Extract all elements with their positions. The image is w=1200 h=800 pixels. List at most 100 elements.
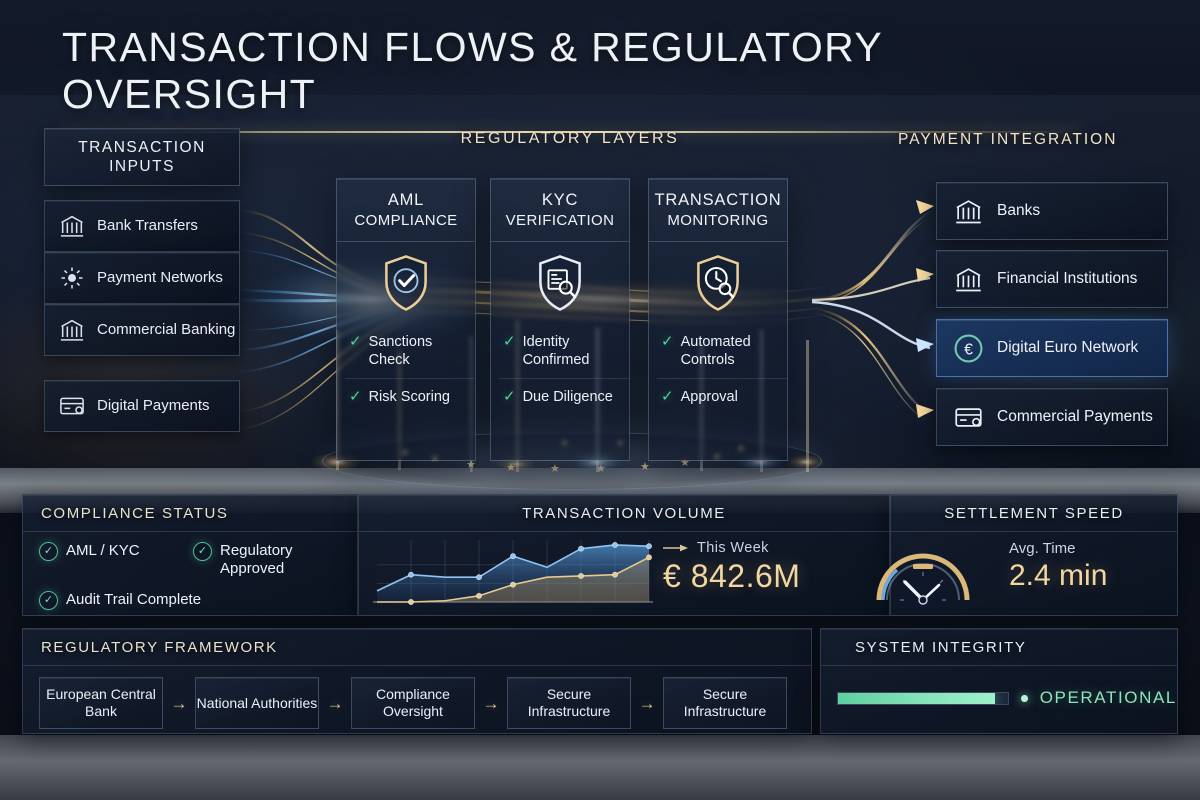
- page-title-block: TRANSACTION FLOWS & REGULATORY OVERSIGHT: [62, 24, 1142, 133]
- framework-step-secure-infrastructure-1[interactable]: Secure Infrastructure: [507, 677, 631, 729]
- input-item-bank-transfers[interactable]: Bank Transfers: [44, 200, 240, 252]
- input-item-label: Payment Networks: [97, 269, 223, 287]
- check-icon: ✓: [503, 388, 516, 405]
- layer-check-label: Identity Confirmed: [522, 334, 590, 368]
- check-circle-icon: ✓: [193, 542, 212, 561]
- integration-item-banks[interactable]: Banks: [936, 182, 1168, 240]
- system-integrity-progress-bar: [837, 691, 1010, 705]
- system-integrity-body: OPERATIONAL: [821, 666, 1177, 708]
- integration-item-label: Financial Institutions: [997, 269, 1138, 287]
- bank-icon: [951, 194, 985, 228]
- layer-title-line1: KYC: [541, 191, 579, 209]
- transaction-volume-body: This Week € 842.6M: [359, 532, 889, 610]
- layer-check-item: ✓ Risk Scoring: [345, 378, 475, 415]
- layer-title-line2: VERIFICATION: [505, 211, 615, 229]
- bank-icon: [57, 211, 87, 241]
- integration-item-label: Banks: [997, 201, 1041, 219]
- check-icon: ✓: [349, 388, 362, 405]
- compliance-item-audit-trail: ✓ Audit Trail Complete: [39, 591, 357, 610]
- layer-check-label: Automated Controls: [680, 334, 751, 368]
- framework-arrow-icon: →: [170, 693, 188, 713]
- integration-item-digital-euro-network[interactable]: € Digital Euro Network: [936, 319, 1168, 377]
- regulatory-framework-title: REGULATORY FRAMEWORK: [23, 629, 811, 666]
- check-circle-icon: ✓: [39, 542, 58, 561]
- layer-check-item: ✓ Due Diligence: [499, 378, 629, 415]
- settlement-speed-value: 2.4 min: [1009, 559, 1108, 592]
- check-circle-icon: ✓: [39, 591, 58, 610]
- framework-step-secure-infrastructure-2[interactable]: Secure Infrastructure: [663, 677, 787, 729]
- settlement-speed-title: SETTLEMENT SPEED: [891, 495, 1177, 532]
- transaction-volume-chart: [373, 540, 653, 605]
- shield-check-icon: [337, 242, 475, 324]
- layer-check-item: ✓ Sanctions Check: [345, 324, 475, 378]
- check-icon: ✓: [349, 333, 362, 350]
- payment-integration-title: PAYMENT INTEGRATION: [898, 131, 1118, 148]
- background-lower-floor: [0, 735, 1200, 800]
- transaction-volume-period: This Week: [697, 540, 769, 556]
- compliance-item-regulatory-approved: ✓ Regulatory Approved: [193, 542, 328, 577]
- transaction-inputs-title-line1: TRANSACTION: [78, 139, 206, 156]
- input-item-label: Commercial Banking: [97, 321, 236, 339]
- regulatory-layer-aml-compliance[interactable]: AML COMPLIANCE ✓ Sanctions Check ✓ Risk …: [336, 178, 476, 461]
- euro-circle-icon: €: [951, 331, 985, 365]
- transaction-volume-value: € 842.6M: [663, 558, 801, 594]
- integration-item-label: Commercial Payments: [997, 407, 1153, 425]
- input-item-digital-payments[interactable]: Digital Payments: [44, 380, 240, 432]
- framework-arrow-icon: →: [326, 693, 344, 713]
- integration-item-label: Digital Euro Network: [997, 338, 1139, 356]
- regulatory-framework-flow: European Central Bank → National Authori…: [23, 666, 811, 729]
- layer-title-line2: COMPLIANCE: [354, 211, 458, 229]
- layer-title-line1: AML: [387, 191, 425, 209]
- settlement-speed-metric-label: Avg. Time: [1009, 540, 1076, 557]
- input-item-label: Bank Transfers: [97, 217, 198, 235]
- status-indicator-dot: [1021, 694, 1028, 702]
- compliance-item-label: Regulatory Approved: [220, 542, 293, 577]
- layer-check-label: Due Diligence: [522, 389, 613, 405]
- layer-title: AML COMPLIANCE: [337, 179, 475, 242]
- layer-title: KYC VERIFICATION: [491, 179, 629, 242]
- input-item-commercial-banking[interactable]: Commercial Banking: [44, 304, 240, 356]
- regulatory-layer-kyc-verification[interactable]: KYC VERIFICATION ✓ Identity Confirmed ✓ …: [490, 178, 630, 461]
- check-icon: ✓: [661, 333, 674, 350]
- check-icon: ✓: [661, 388, 674, 405]
- framework-step-compliance-oversight[interactable]: Compliance Oversight: [351, 677, 475, 729]
- layer-checks: ✓ Identity Confirmed ✓ Due Diligence: [491, 324, 629, 415]
- bank-icon: [57, 315, 87, 345]
- transaction-inputs-title-line2: INPUTS: [109, 158, 175, 175]
- title-divider: [62, 131, 1082, 133]
- input-item-label: Digital Payments: [97, 397, 210, 415]
- regulatory-layer-transaction-monitoring[interactable]: TRANSACTION MONITORING ✓ Automated Contr…: [648, 178, 788, 461]
- settlement-speed-panel: SETTLEMENT SPEED Avg. Time 2.4 min: [876, 494, 1178, 616]
- system-integrity-title: SYSTEM INTEGRITY: [821, 629, 1177, 666]
- transaction-volume-panel: TRANSACTION VOLUME: [358, 494, 890, 616]
- compliance-item-label: Audit Trail Complete: [66, 591, 202, 608]
- integration-item-commercial-payments[interactable]: Commercial Payments: [936, 388, 1168, 446]
- compliance-item-aml-kyc: ✓ AML / KYC: [39, 542, 169, 561]
- transaction-volume-title: TRANSACTION VOLUME: [359, 495, 889, 532]
- transaction-inputs-header: TRANSACTION INPUTS: [44, 128, 240, 186]
- bank-icon: [951, 262, 985, 296]
- layer-check-label: Risk Scoring: [368, 389, 450, 405]
- integration-item-financial-institutions[interactable]: Financial Institutions: [936, 250, 1168, 308]
- credit-card-icon: [57, 391, 87, 421]
- framework-step-european-central-bank[interactable]: European Central Bank: [39, 677, 163, 729]
- layer-check-label: Sanctions Check: [368, 334, 433, 368]
- layer-check-label: Approval: [680, 389, 738, 405]
- layer-title-line1: TRANSACTION: [654, 191, 782, 209]
- layer-check-item: ✓ Approval: [657, 378, 787, 415]
- credit-card-icon: [951, 400, 985, 434]
- layer-check-item: ✓ Automated Controls: [657, 324, 787, 378]
- regulatory-framework-panel: REGULATORY FRAMEWORK European Central Ba…: [22, 628, 812, 734]
- system-integrity-status: OPERATIONAL: [1039, 688, 1177, 707]
- compliance-item-label: AML / KYC: [66, 542, 140, 559]
- speed-gauge-icon: [876, 553, 970, 608]
- system-integrity-panel: SYSTEM INTEGRITY OPERATIONAL: [820, 628, 1178, 734]
- compliance-status-body: ✓ AML / KYC ✓ Regulatory Approved ✓ Audi…: [23, 532, 357, 610]
- framework-arrow-icon: →: [482, 693, 500, 713]
- framework-step-national-authorities[interactable]: National Authorities: [195, 677, 319, 729]
- shield-document-search-icon: [491, 242, 629, 324]
- input-item-payment-networks[interactable]: Payment Networks: [44, 252, 240, 304]
- settlement-speed-body: Avg. Time 2.4 min: [876, 532, 1177, 610]
- compliance-status-title: COMPLIANCE STATUS: [23, 495, 357, 532]
